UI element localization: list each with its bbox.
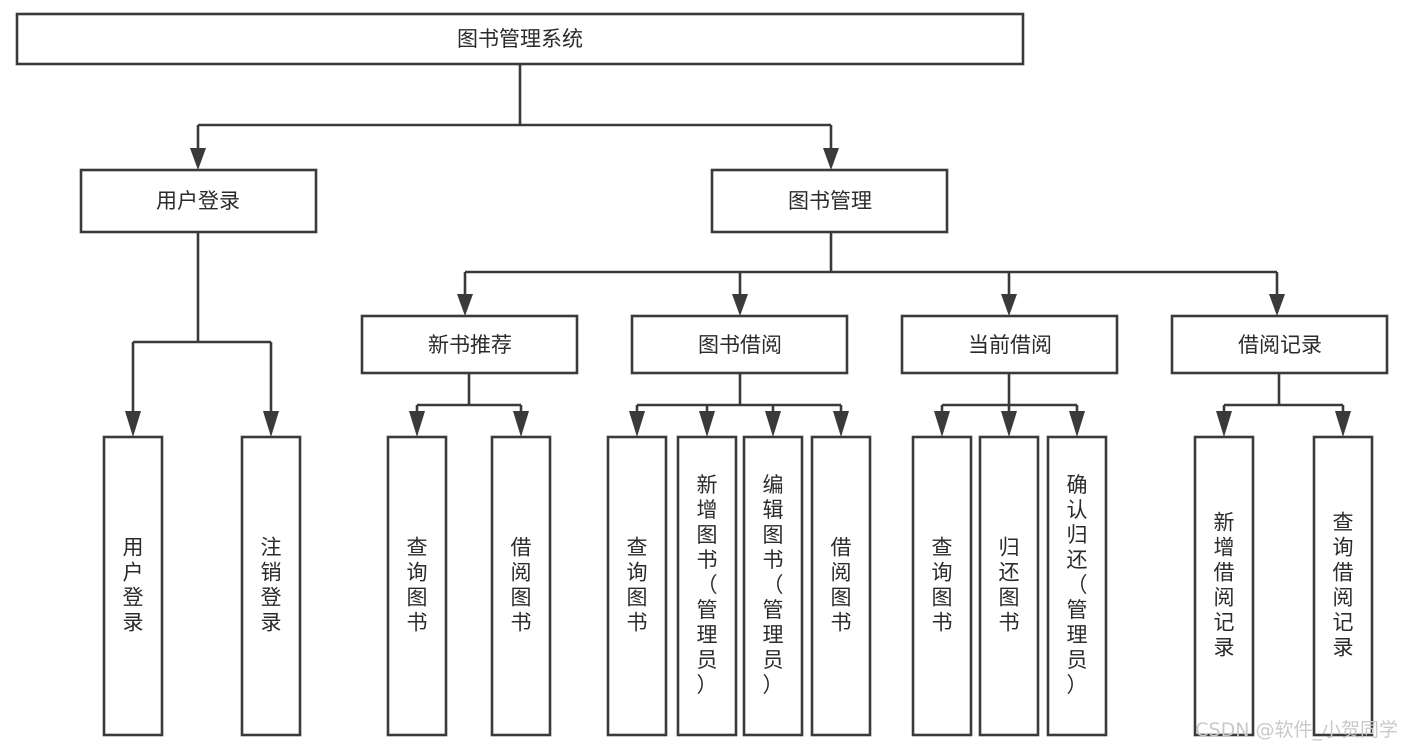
node-book-borrow-box[interactable] [630, 314, 849, 375]
arrow-head-leaf-borrow-book-2 [833, 411, 849, 437]
node-book-borrow-label: 图书借阅 [698, 333, 782, 357]
node-leaf-user-login-box[interactable] [102, 435, 164, 737]
node-book-manage[interactable]: 图书管理 [710, 168, 949, 234]
node-current-borrow[interactable]: 当前借阅 [900, 314, 1119, 375]
node-leaf-borrow-book-1[interactable]: 借阅图书 [490, 435, 552, 737]
node-leaf-user-logout-label: 注销登录 [261, 536, 282, 635]
node-leaf-query-book-1-box[interactable] [386, 435, 448, 737]
node-leaf-query-book-3-label: 查询图书 [932, 536, 953, 635]
arrow-head-leaf-query-book-3 [934, 411, 950, 437]
node-leaf-user-login-label: 用户登录 [123, 536, 144, 635]
node-leaf-borrow-book-1-box[interactable] [490, 435, 552, 737]
node-book-borrow[interactable]: 图书借阅 [630, 314, 849, 375]
node-leaf-query-record-label: 查询借阅记录 [1333, 511, 1354, 660]
node-leaf-query-record-box[interactable] [1312, 435, 1374, 737]
node-leaf-query-book-3-box[interactable] [911, 435, 973, 737]
node-leaf-edit-book[interactable]: 编辑图书（管理员） [742, 435, 804, 737]
node-leaf-return-book-label: 归还图书 [999, 536, 1020, 635]
node-leaf-return-book-box[interactable] [978, 435, 1040, 737]
node-book-manage-box[interactable] [710, 168, 949, 234]
node-leaf-edit-book-label: 编辑图书（管理员） [763, 473, 784, 697]
node-root[interactable]: 图书管理系统 [15, 12, 1025, 66]
node-leaf-user-logout-box[interactable] [240, 435, 302, 737]
arrow-head-book-manage [823, 148, 839, 170]
node-leaf-query-record[interactable]: 查询借阅记录 [1312, 435, 1374, 737]
node-leaf-user-login[interactable]: 用户登录 [102, 435, 164, 737]
node-leaf-add-book-label: 新增图书（管理员） [697, 473, 718, 697]
node-leaf-add-record-label: 新增借阅记录 [1214, 511, 1235, 660]
arrow-head-leaf-query-book-2 [629, 411, 645, 437]
arrow-head-leaf-add-record [1216, 411, 1232, 437]
arrow-head-leaf-confirm-return [1069, 411, 1085, 437]
node-borrow-record-box[interactable] [1170, 314, 1389, 375]
node-leaf-add-book-box[interactable] [676, 435, 738, 737]
node-root-label: 图书管理系统 [457, 27, 583, 51]
arrow-head-leaf-user-login [125, 411, 141, 437]
node-leaf-query-book-1-label: 查询图书 [407, 536, 428, 635]
arrow-head-leaf-user-logout [263, 411, 279, 437]
node-leaf-return-book[interactable]: 归还图书 [978, 435, 1040, 737]
node-leaf-query-book-2-label: 查询图书 [627, 536, 648, 635]
node-leaf-query-book-1[interactable]: 查询图书 [386, 435, 448, 737]
arrow-head-new-book-recommend [457, 294, 473, 316]
node-leaf-confirm-return-box[interactable] [1046, 435, 1108, 737]
node-borrow-record[interactable]: 借阅记录 [1170, 314, 1389, 375]
arrow-head-leaf-query-book-1 [409, 411, 425, 437]
node-current-borrow-box[interactable] [900, 314, 1119, 375]
arrow-head-leaf-query-record [1335, 411, 1351, 437]
node-leaf-add-record-box[interactable] [1193, 435, 1255, 737]
node-new-book-recommend-box[interactable] [360, 314, 579, 375]
node-current-borrow-label: 当前借阅 [968, 333, 1052, 357]
arrow-head-leaf-return-book [1001, 411, 1017, 437]
node-user-login[interactable]: 用户登录 [79, 168, 318, 234]
watermark-label: CSDN @软件_小贺同学 [1195, 719, 1398, 741]
arrow-head-user-login [190, 148, 206, 170]
node-new-book-recommend-label: 新书推荐 [428, 333, 512, 357]
node-root-box[interactable] [15, 12, 1025, 66]
node-leaf-add-book[interactable]: 新增图书（管理员） [676, 435, 738, 737]
node-user-login-box[interactable] [79, 168, 318, 234]
node-book-manage-label: 图书管理 [788, 189, 872, 213]
node-new-book-recommend[interactable]: 新书推荐 [360, 314, 579, 375]
node-leaf-query-book-3[interactable]: 查询图书 [911, 435, 973, 737]
node-user-login-label: 用户登录 [156, 189, 240, 213]
node-leaf-edit-book-box[interactable] [742, 435, 804, 737]
node-leaf-confirm-return-label: 确认归还（管理员） [1067, 473, 1088, 697]
arrow-head-leaf-edit-book [765, 411, 781, 437]
node-leaf-add-record[interactable]: 新增借阅记录 [1193, 435, 1255, 737]
node-borrow-record-label: 借阅记录 [1238, 333, 1322, 357]
node-leaf-borrow-book-1-label: 借阅图书 [511, 536, 532, 635]
node-leaf-borrow-book-2-box[interactable] [810, 435, 872, 737]
node-leaf-user-logout[interactable]: 注销登录 [240, 435, 302, 737]
arrow-head-borrow-record [1269, 294, 1285, 316]
arrow-head-book-borrow [732, 294, 748, 316]
arrow-head-leaf-borrow-book-1 [513, 411, 529, 437]
node-leaf-borrow-book-2-label: 借阅图书 [831, 536, 852, 635]
arrow-head-current-borrow [1001, 294, 1017, 316]
node-leaf-query-book-2[interactable]: 查询图书 [606, 435, 668, 737]
node-leaf-borrow-book-2[interactable]: 借阅图书 [810, 435, 872, 737]
connector-layer [125, 64, 1351, 437]
node-leaf-confirm-return[interactable]: 确认归还（管理员） [1046, 435, 1108, 737]
node-leaf-query-book-2-box[interactable] [606, 435, 668, 737]
arrow-head-leaf-add-book [699, 411, 715, 437]
